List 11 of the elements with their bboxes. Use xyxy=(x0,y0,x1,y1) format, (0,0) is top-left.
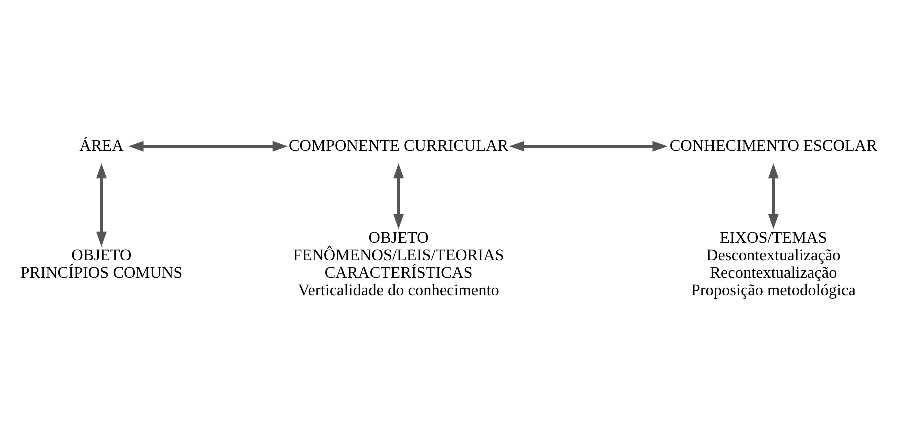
node-text: EIXOS/TEMAS Descontextualização Recontextualização Proposição metodológica xyxy=(691,229,856,300)
arrow xyxy=(128,141,288,152)
node-text: ÁREA xyxy=(80,136,124,155)
node-text: CONHECIMENTO ESCOLAR xyxy=(670,136,878,155)
arrow xyxy=(394,164,404,230)
arrow xyxy=(768,164,779,230)
node-text: COMPONENTE CURRICULAR xyxy=(288,136,509,155)
node-text: OBJETO PRINCÍPIOS COMUNS xyxy=(20,246,183,282)
node-text: OBJETO FENÔMENOS/LEIS/TEORIAS CARACTERÍSTICAS Verticalidade do conhecimento xyxy=(293,229,504,300)
arrow xyxy=(509,141,668,152)
arrow xyxy=(96,164,108,247)
